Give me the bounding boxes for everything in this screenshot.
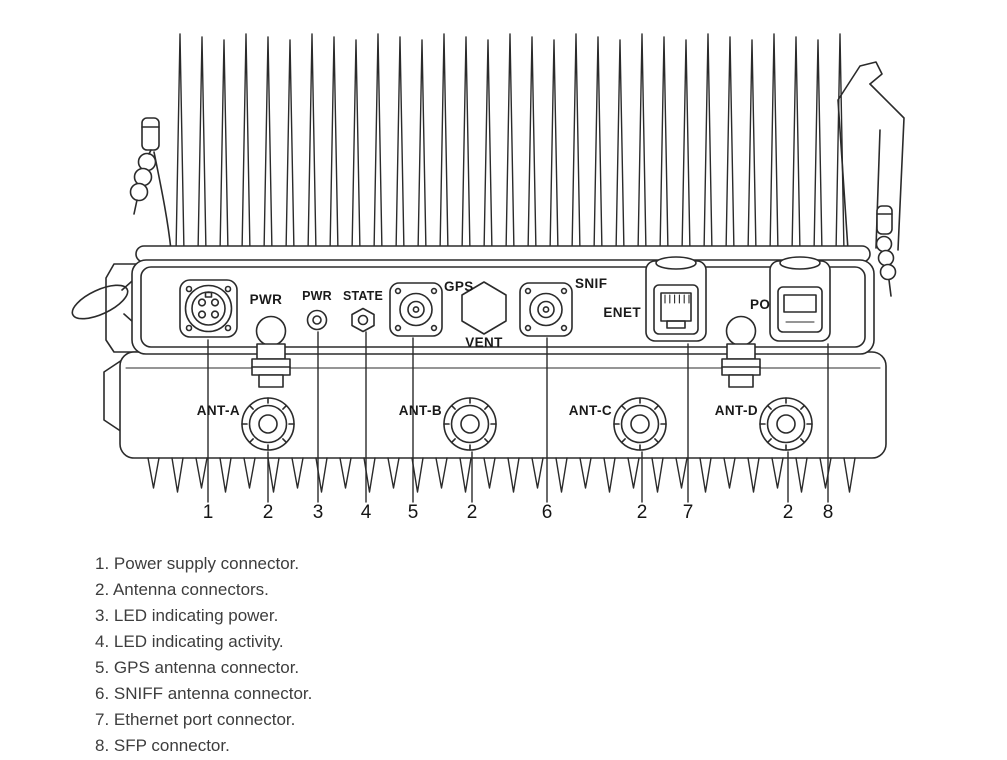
callout-number: 2 [263,502,274,523]
vent-label: VENT [465,335,503,350]
pwr-label: PWR [250,292,283,307]
callout-number: 1 [203,502,214,523]
sfp-port [769,256,831,342]
callout-number: 8 [823,502,834,523]
legend-item-1: 1. Power supply connector. [95,554,300,573]
state-led-label: STATE [343,289,383,303]
antenna-mount-right [875,205,897,297]
callout-number: 2 [467,502,478,523]
power-supply-connector [179,279,238,338]
mounting-bracket-right [837,61,905,251]
callout-number: 5 [408,502,419,523]
legend-item-7: 7. Ethernet port connector. [95,710,296,729]
sniff-antenna-connector [519,282,573,337]
vent-plug [461,281,507,335]
ant-d-label: ANT-D [715,403,758,418]
ant-a-connector [241,397,295,451]
ant-b-label: ANT-B [399,403,442,418]
callout-leader-lines [207,331,829,503]
ant-c-label: ANT-C [569,403,612,418]
legend-item-6: 6. SNIFF antenna connector. [95,684,313,703]
callout-numbers: 1 2 3 4 5 2 6 2 7 2 8 [203,502,834,523]
callout-number: 3 [313,502,324,523]
pwr-led-label: PWR [302,289,332,303]
legend-item-4: 4. LED indicating activity. [95,632,284,651]
panel-labels: PWR PWR STATE GPS VENT SNIF ENET PO ANT-… [197,276,770,418]
callout-number: 2 [783,502,794,523]
gps-label: GPS [444,279,474,294]
snif-label: SNIF [575,276,607,291]
device-drawing [71,33,905,503]
ant-a-label: ANT-A [197,403,240,418]
pwr-led [306,309,328,331]
callout-number: 6 [542,502,553,523]
ant-b-connector [443,397,497,451]
po-label: PO [750,297,770,312]
gps-antenna-connector [389,282,443,337]
legend: 1. Power supply connector. 2. Antenna co… [95,551,312,759]
state-led [351,307,375,333]
legend-item-3: 3. LED indicating power. [95,606,279,625]
legend-item-8: 8. SFP connector. [95,736,230,755]
callout-number: 7 [683,502,694,523]
legend-item-2: 2. Antenna connectors. [95,580,269,599]
callout-number: 2 [637,502,648,523]
enet-label: ENET [603,305,641,320]
callout-number: 4 [361,502,372,523]
legend-item-5: 5. GPS antenna connector. [95,658,300,677]
ethernet-port [645,256,707,342]
ant-d-connector [759,397,813,451]
heatsink-fins [175,33,845,254]
ant-c-connector [613,397,667,451]
bottom-fins [147,457,856,493]
antenna-mount-left [129,117,172,251]
